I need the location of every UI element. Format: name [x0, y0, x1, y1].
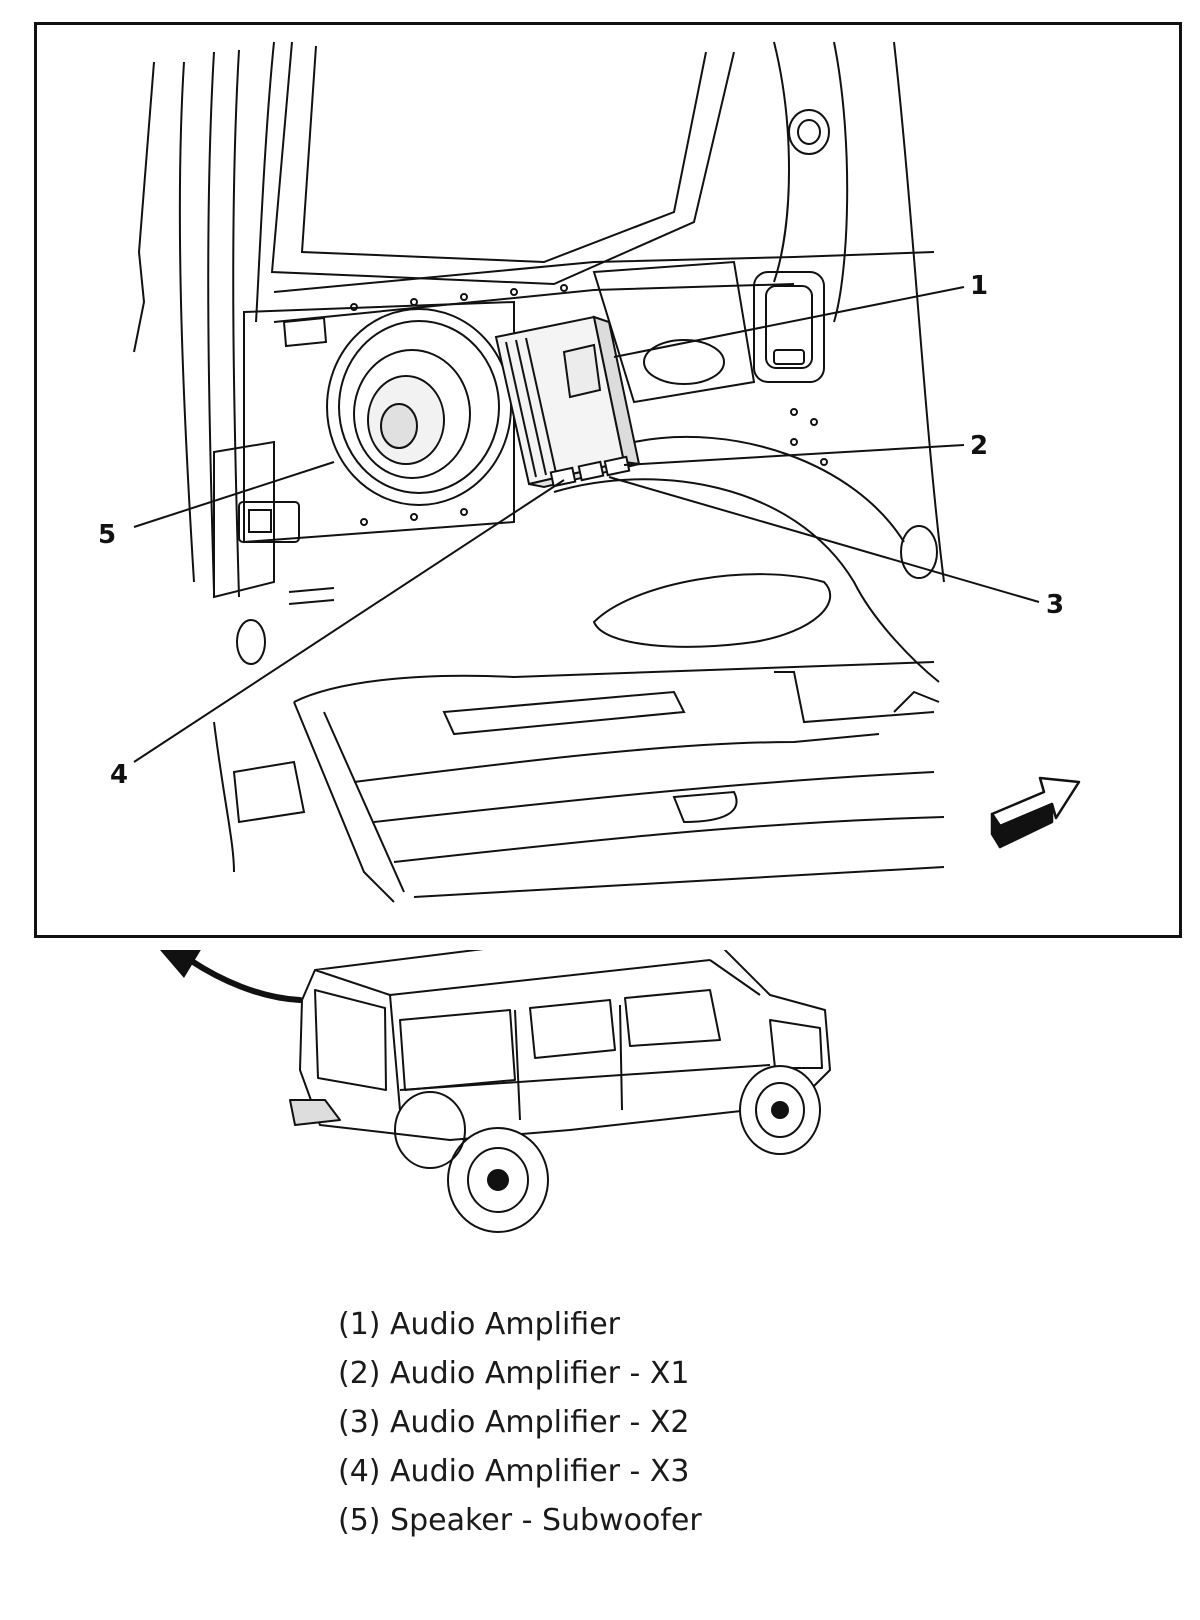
- legend-item-5: (5) Speaker - Subwoofer: [338, 1503, 702, 1538]
- leader-line-1: [614, 287, 964, 357]
- callout-number-3: 3: [1046, 590, 1065, 620]
- legend-item-4: (4) Audio Amplifier - X3: [338, 1454, 690, 1489]
- callout-number-2: 2: [970, 431, 989, 461]
- trim-panel: [274, 252, 934, 322]
- detail-view: [34, 22, 1182, 938]
- component-legend: (1) Audio Amplifier (2) Audio Amplifier …: [338, 1300, 702, 1545]
- callout-number-5: 5: [98, 520, 117, 550]
- legend-item-3: (3) Audio Amplifier - X2: [338, 1405, 690, 1440]
- location-curved-arrow-icon: [160, 950, 300, 1000]
- vehicle-wheels: [395, 1066, 820, 1232]
- cargo-floor: [214, 662, 944, 902]
- view-direction-arrow-icon: [992, 778, 1079, 847]
- leader-lines: [134, 287, 1039, 762]
- speaker-mount-bracket: [214, 302, 514, 597]
- left-pillar: [134, 42, 274, 597]
- leader-line-4: [134, 480, 564, 762]
- legend-item-2: (2) Audio Amplifier - X1: [338, 1356, 690, 1391]
- detail-view-border: [36, 24, 1181, 937]
- amplifier-connectors: [551, 457, 629, 486]
- callout-number-4: 4: [110, 760, 129, 790]
- leader-line-3: [609, 477, 1039, 602]
- leader-line-5: [134, 462, 334, 527]
- panel-fasteners: [237, 509, 467, 664]
- audio-amplifier: [496, 317, 639, 487]
- rear-window: [272, 42, 734, 284]
- leader-line-2: [624, 445, 964, 465]
- vehicle-locator-view: [160, 950, 870, 1280]
- legend-item-1: (1) Audio Amplifier: [338, 1307, 620, 1342]
- callout-number-1: 1: [970, 271, 989, 301]
